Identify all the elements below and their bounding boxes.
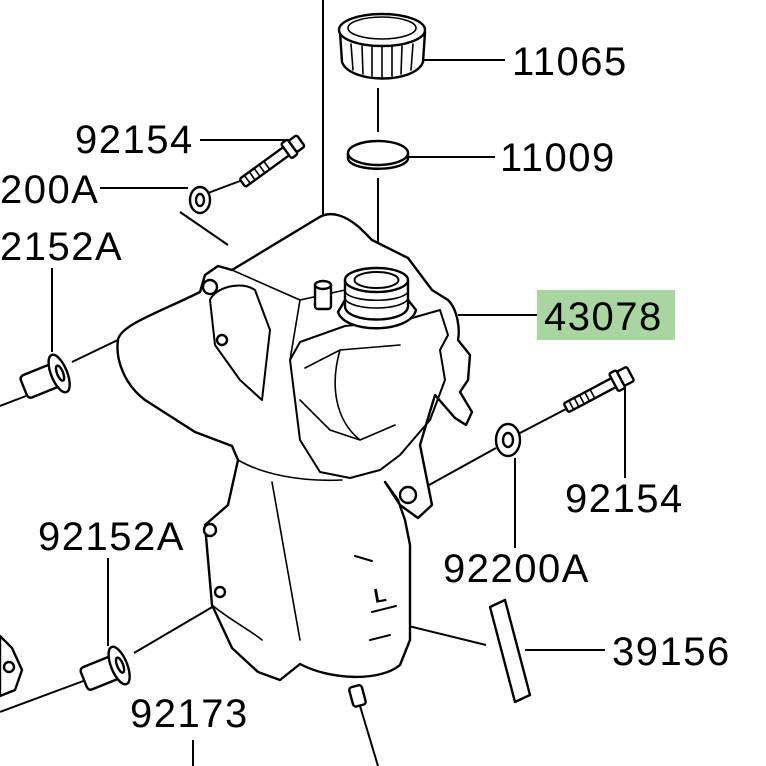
label-cap[interactable]: 11065 [512, 40, 628, 84]
bolt-right-head [616, 366, 635, 387]
damper-pad [488, 598, 532, 704]
bushing-top-bore [54, 364, 66, 382]
label-washer-top[interactable]: 200A [0, 168, 99, 212]
cap-seal [346, 139, 410, 170]
tank-ear-inner [299, 344, 401, 441]
washer-top [188, 185, 212, 215]
washer-right-hole [501, 431, 515, 449]
washer-top-hole [194, 192, 206, 208]
cap-grip-ribs [350, 43, 414, 78]
bolt-right-threads [568, 388, 596, 411]
washer-bolt-right-line [519, 408, 567, 434]
tank-mount-hole-top [201, 278, 219, 296]
tank-level-letter: L [372, 584, 388, 608]
tank-level-mark-upper [354, 555, 373, 562]
tank-bottom-nipple [348, 684, 367, 708]
cap-top-inner [347, 16, 417, 40]
tank-body-outline [116, 213, 474, 682]
label-hose[interactable]: 92173 [130, 692, 249, 736]
label-pad[interactable]: 39156 [612, 630, 731, 674]
tank-filler-neck [336, 266, 418, 330]
bottom-nipple-body [348, 684, 367, 708]
label-tank[interactable]: 43078 [544, 295, 663, 339]
bushing-bottom-tank-line [133, 605, 215, 654]
bushing-top-tank-line [71, 337, 123, 363]
bolt-top-shaft [239, 145, 292, 188]
reservoir-tank: L [116, 213, 474, 708]
bolt-right [563, 366, 635, 413]
label-bolt-right[interactable]: 92154 [565, 477, 684, 521]
bushing-bottom [79, 645, 131, 691]
tank-mount-hole-mid [215, 333, 229, 347]
tank-mount-hole-lower [202, 522, 218, 538]
hose-bottom-line [359, 705, 379, 766]
tank-level-mark-lower [369, 634, 391, 641]
bolt-top-washer-line [207, 180, 241, 194]
bolt-top-head [288, 134, 306, 153]
label-bolt-top[interactable]: 92154 [75, 118, 194, 162]
label-bushing-bottom[interactable]: 92152A [38, 515, 185, 559]
callout-leaders [51, 59, 626, 766]
nipple-end [313, 279, 333, 291]
tank-lower-seam [211, 459, 343, 641]
washer-right [494, 422, 522, 458]
bushing-top [19, 353, 71, 399]
tank-top-nipple [313, 279, 333, 311]
label-seal[interactable]: 11009 [500, 136, 616, 180]
tank-mount-hole-bottom [213, 585, 227, 599]
label-washer-right[interactable]: 92200A [443, 547, 590, 591]
neck-opening [353, 271, 400, 289]
frame-bracket-partial [0, 634, 24, 698]
tank-left-bracket-face [209, 284, 271, 401]
left-edge-line-bottom [0, 679, 87, 713]
tank-tab-hole [398, 485, 418, 505]
label-bushing-top[interactable]: 2152A [0, 225, 123, 269]
neck-threads [344, 291, 409, 309]
left-edge-line-top [0, 395, 27, 407]
tab-washer-line [419, 447, 497, 491]
bolt-top-threads [243, 160, 271, 185]
frame-bracket-hole [2, 660, 16, 674]
bushing-bottom-bore [114, 656, 126, 674]
tank-level-underline [371, 605, 397, 613]
seal-face [346, 139, 410, 167]
callout-labels: 11065 11009 92154 200A 2152A 43078 92154… [0, 40, 731, 736]
label-tank-highlight [537, 290, 675, 340]
reservoir-cap [337, 12, 427, 80]
bolt-top [239, 134, 306, 188]
cap-top [337, 12, 427, 48]
washer-top-tank-line [179, 211, 229, 246]
